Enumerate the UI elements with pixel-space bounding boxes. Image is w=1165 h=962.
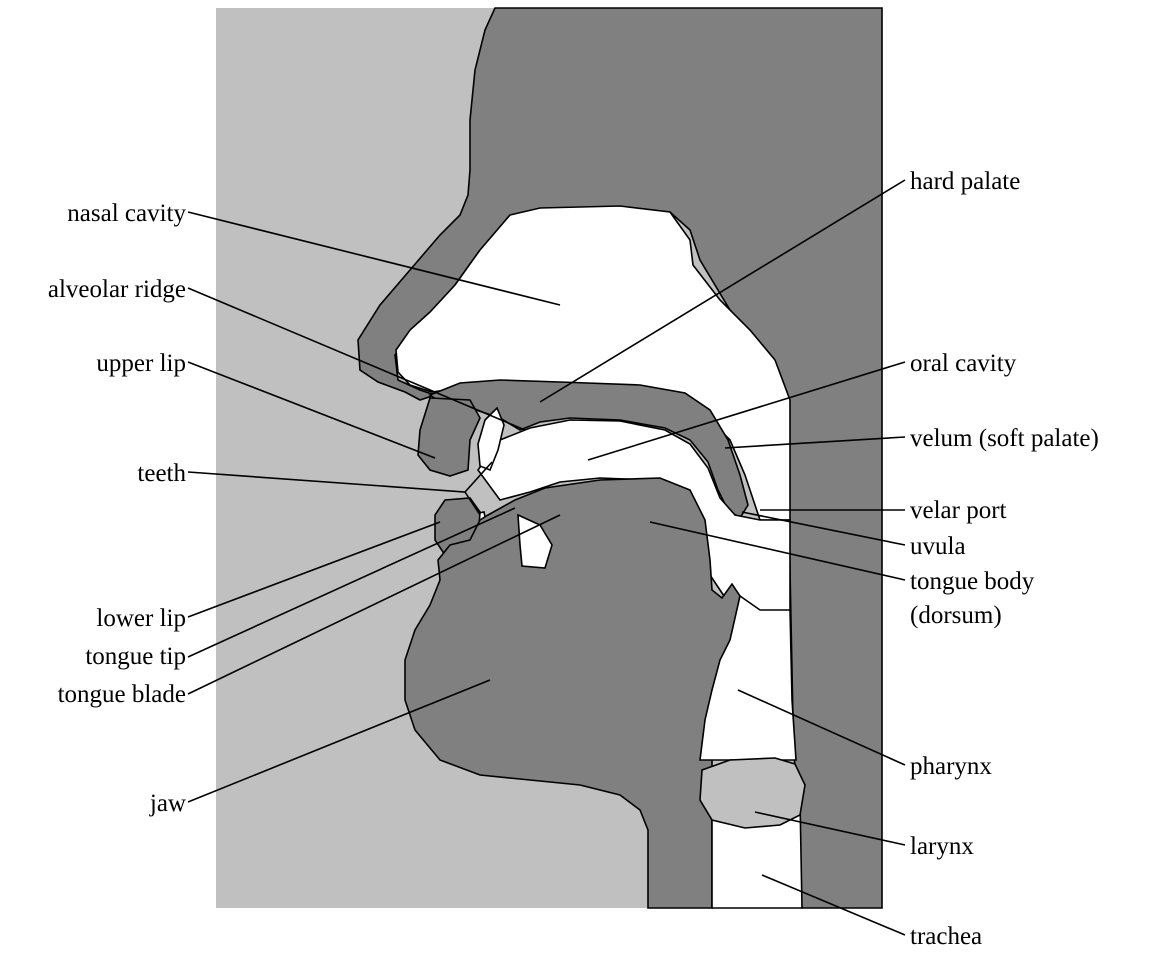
label-lower-lip: lower lip <box>96 605 186 632</box>
label-pharynx: pharynx <box>910 753 992 780</box>
label-oral-cavity: oral cavity <box>910 350 1017 377</box>
label-velar-port: velar port <box>910 497 1007 524</box>
label-nasal-cavity: nasal cavity <box>67 200 186 227</box>
right-labels: hard palate oral cavity velum (soft pala… <box>910 168 1099 950</box>
label-upper-lip: upper lip <box>96 350 186 377</box>
label-tongue-body-dorsum: (dorsum) <box>910 602 1002 629</box>
label-larynx: larynx <box>910 833 974 860</box>
label-hard-palate: hard palate <box>910 168 1020 195</box>
label-tongue-tip: tongue tip <box>85 643 186 670</box>
label-teeth: teeth <box>137 460 186 487</box>
larynx-shape <box>700 758 805 828</box>
left-labels: nasal cavity alveolar ridge upper lip te… <box>48 200 187 817</box>
label-trachea: trachea <box>910 923 982 950</box>
label-alveolar-ridge: alveolar ridge <box>48 276 186 303</box>
label-velum: velum (soft palate) <box>910 425 1099 452</box>
label-tongue-body: tongue body <box>910 568 1035 595</box>
label-jaw: jaw <box>149 790 186 817</box>
label-uvula: uvula <box>910 533 966 560</box>
label-tongue-blade: tongue blade <box>58 681 186 708</box>
